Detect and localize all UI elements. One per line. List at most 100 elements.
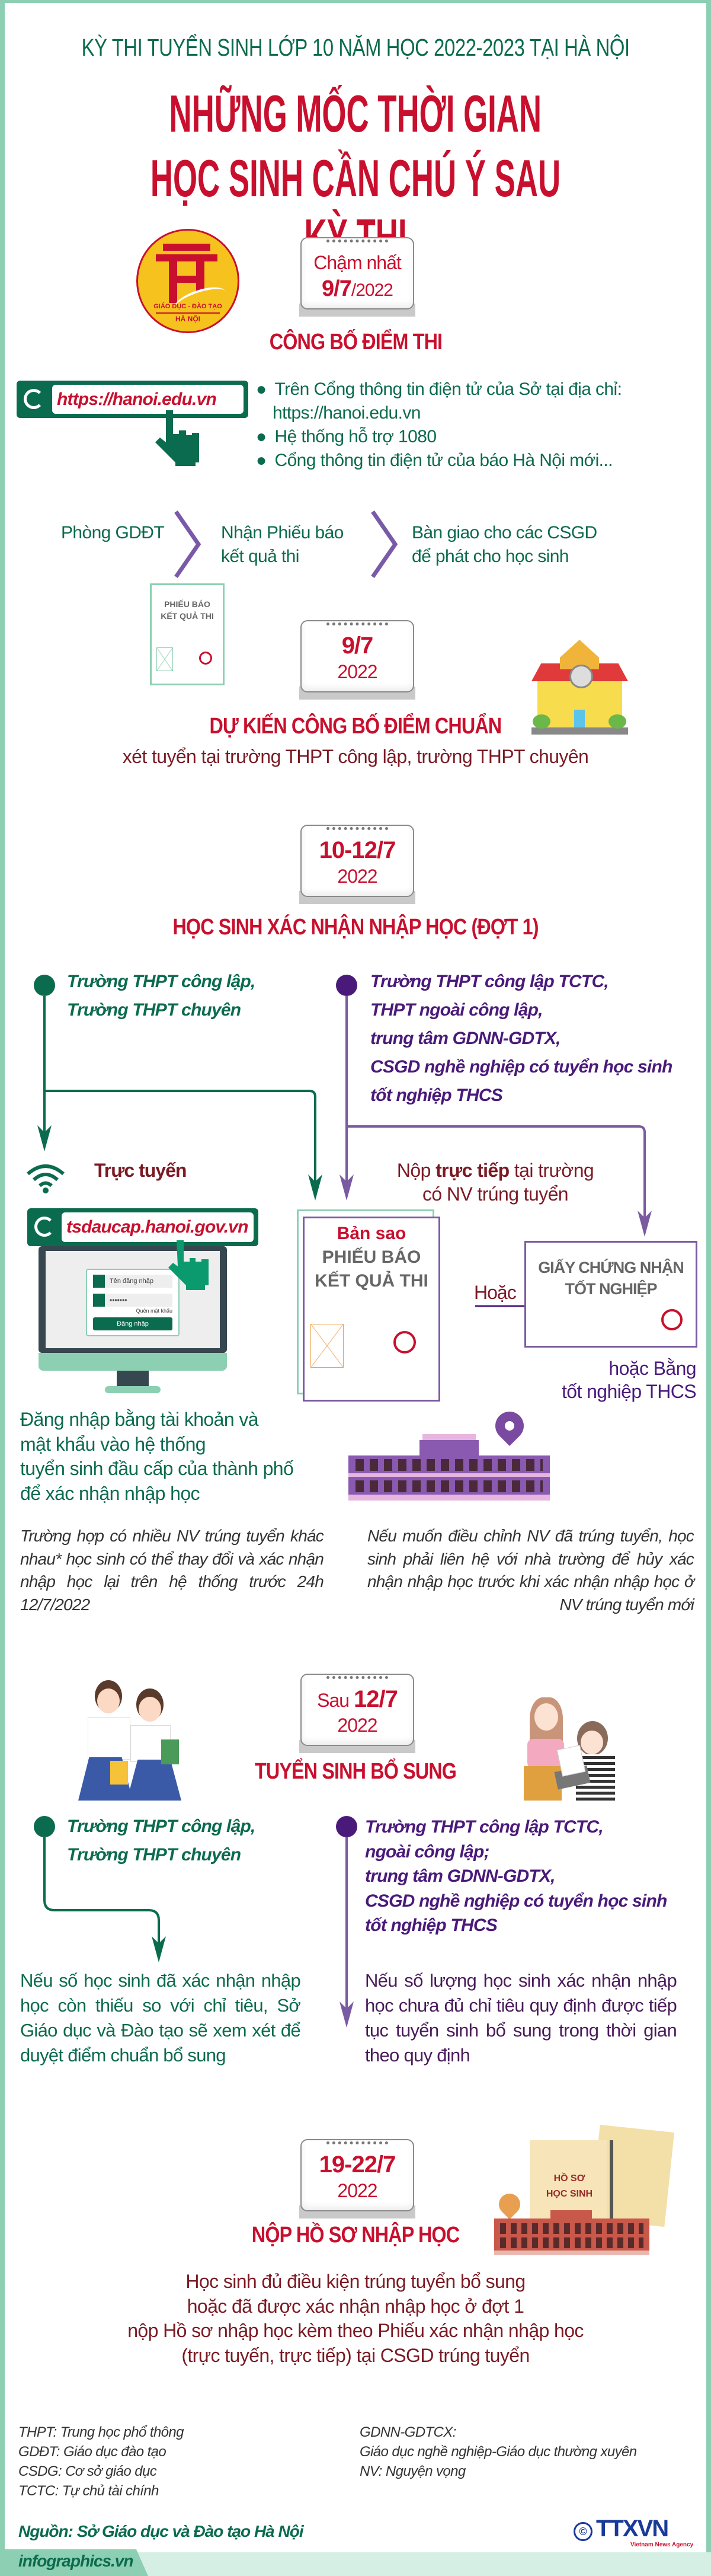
arrow-down-icon: [37, 1125, 52, 1151]
source-credit: Nguồn: Sở Giáo dục và Đào tạo Hà Nội: [18, 2522, 304, 2540]
chevron-icon: [371, 510, 398, 578]
glossary-right: GDNN-GDTCX:Giáo dục nghề nghiệp-Giáo dục…: [360, 2424, 637, 2479]
group-other-schools: Trường THPT công lập TCTC,THPT ngoài côn…: [370, 972, 672, 1105]
footer-site-tab: [0, 2549, 148, 2576]
flow-step-handover-line1: Bàn giao cho các CSGD: [412, 523, 597, 542]
flow-line-purple: [347, 1125, 646, 1225]
calendar-rings-icon: [326, 240, 388, 245]
group-public-schools: Trường THPT công lập,Trường THPT chuyên: [67, 1817, 255, 1865]
photo-placeholder-icon: [310, 1324, 344, 1368]
step2-subtitle: xét tuyển tại trường THPT công lập, trườ…: [122, 746, 589, 767]
calendar-step4: Sau 12/7 2022: [299, 1674, 415, 1753]
refresh-icon: [24, 389, 44, 409]
title-line1-wrap: NHỮNG MỐC THỜI GIAN: [0, 84, 711, 143]
diploma-line1: hoặc Bằng: [608, 1358, 696, 1379]
date-value: 10-12/7: [319, 837, 396, 863]
flow-line-green: [44, 1090, 316, 1189]
graduation-certificate-illustration: GIẤY CHỨNG NHẬN TỐT NGHIỆP: [524, 1241, 697, 1348]
date-value: 9/7: [322, 276, 352, 301]
photo-placeholder-icon: [156, 647, 173, 671]
stamp-icon: [661, 1309, 683, 1330]
school-building-icon: [531, 640, 628, 736]
online-label: Trực tuyến: [94, 1160, 187, 1181]
direct-submit-line1: Nộp trực tiếp tại trường: [396, 1160, 594, 1181]
supplementary-public-desc: Nếu số học sinh đã xác nhận nhập học còn…: [20, 1970, 301, 2066]
green-bullet-dot: [34, 1816, 55, 1837]
step4-heading: TUYỂN SINH BỔ SUNG: [254, 1759, 457, 1784]
calendar-step5: 19-22/7 2022: [299, 2139, 415, 2219]
hand-pointer-icon: [155, 410, 199, 466]
copy-label: Bản sao: [337, 1224, 406, 1243]
url-bar-tsdaucap: tsdaucap.hanoi.gov.vn: [27, 1208, 258, 1246]
step3-heading: HỌC SINH XÁC NHẬN NHẬP HỌC (ĐỢT 1): [172, 915, 539, 940]
refresh-icon: [34, 1217, 55, 1237]
direct-submit-line2: có NV trúng tuyển: [422, 1183, 569, 1205]
wifi-icon: [27, 1164, 65, 1193]
note-multiple-choices: Trường hợp có nhiều NV trúng tuyển khác …: [20, 1527, 324, 1614]
date-prefix: Chậm nhất: [313, 252, 402, 273]
doc-title-line1: PHIẾU BÁO: [164, 599, 210, 609]
students-illustration: [72, 1680, 186, 1801]
calendar-rings-icon: [326, 1676, 388, 1682]
step2-heading: DỰ KIẾN CÔNG BỐ ĐIỂM CHUẨN: [209, 714, 502, 739]
copy-title-line2: KẾT QUẢ THI: [315, 1271, 428, 1291]
green-bullet-dot: [34, 975, 55, 996]
note-adjust-choice: Nếu muốn điều chỉnh NV đã trúng tuyển, h…: [367, 1527, 694, 1614]
arrow-down-icon: [308, 1174, 322, 1201]
step5-heading: NỘP HỒ SƠ NHẬP HỌC: [251, 2223, 460, 2248]
bullet-item: ●Cổng thông tin điện tử của báo Hà Nội m…: [256, 451, 613, 470]
site-link: infographics.vn: [18, 2552, 133, 2570]
result-slip-illustration: PHIẾU BÁO KẾT QUẢ THI: [150, 583, 225, 685]
flow-step-handover-line2: để phát cho học sinh: [412, 547, 569, 566]
bullet-item: ●Trên Cổng thông tin điện tử của Sở tại …: [256, 379, 622, 399]
ttxvn-logo: © TTXVN Vietnam News Agency: [574, 2516, 695, 2549]
bullet-list: ●Trên Cổng thông tin điện tử của Sở tại …: [256, 378, 622, 473]
group-public-schools: Trường THPT công lập,Trường THPT chuyên: [67, 972, 255, 1020]
forgot-password-link: Quên mật khẩu: [136, 1308, 172, 1314]
supertitle-wrap: KỲ THI TUYỂN SINH LỚP 10 NĂM HỌC 2022-20…: [0, 33, 711, 62]
calendar-rings-icon: [326, 827, 388, 833]
doc-title-line2: KẾT QUẢ THI: [161, 611, 214, 621]
cert-title-line2: TỐT NGHIỆP: [565, 1280, 657, 1298]
purple-school-illustration: [348, 1406, 550, 1501]
logo-text-line2: HÀ NỘI: [175, 315, 200, 323]
clock-icon: [569, 665, 593, 688]
url-text: tsdaucap.hanoi.gov.vn: [62, 1212, 254, 1242]
agency-subtitle: Vietnam News Agency: [630, 2542, 694, 2548]
arrow-down-icon: [340, 1174, 354, 1201]
supertitle: KỲ THI TUYỂN SINH LỚP 10 NĂM HỌC 2022-20…: [81, 34, 630, 61]
diploma-line2: tốt nghiệp THCS: [562, 1381, 697, 1402]
url-bar-hanoi-edu: https://hanoi.edu.vn: [17, 381, 248, 418]
group-other-schools: Trường THPT công lập TCTC,ngoài công lập…: [365, 1817, 667, 1935]
lock-icon: [93, 1294, 105, 1307]
arrow-down-icon: [152, 1936, 166, 1962]
purple-bullet-dot: [336, 1816, 357, 1837]
date-year: /2022: [351, 280, 393, 300]
login-button: Đăng nhập: [93, 1317, 172, 1330]
date-year: 2022: [337, 1715, 377, 1736]
step1-heading: CÔNG BỐ ĐIỂM THI: [269, 330, 442, 355]
chevron-icon: [174, 510, 201, 578]
calendar-step3: 10-12/7 2022: [299, 825, 415, 904]
date-value: 19-22/7: [319, 2152, 396, 2178]
date-value: 12/7: [353, 1686, 398, 1712]
flow-step-department: Phòng GDĐT: [61, 523, 165, 542]
calendar-step2: 9/7 2022: [299, 620, 415, 700]
calendar-rings-icon: [326, 623, 388, 628]
password-field: •••••••: [93, 1294, 172, 1307]
copy-title-line1: PHIẾU BÁO: [322, 1247, 421, 1267]
page-title-line1: NHỮNG MỐC THỜI GIAN: [169, 84, 542, 143]
date-value: 9/7: [341, 633, 374, 659]
date-year: 2022: [337, 866, 377, 887]
agency-logo-text: TTXVN: [596, 2516, 669, 2542]
arrow-down-icon: [340, 2002, 354, 2028]
url-text: https://hanoi.edu.vn: [52, 385, 244, 414]
hand-pointer-icon: [168, 1240, 209, 1290]
login-form: Tên đăng nhập ••••••• Quên mật khẩu Đăng…: [86, 1269, 180, 1336]
date-year: 2022: [337, 2180, 377, 2201]
